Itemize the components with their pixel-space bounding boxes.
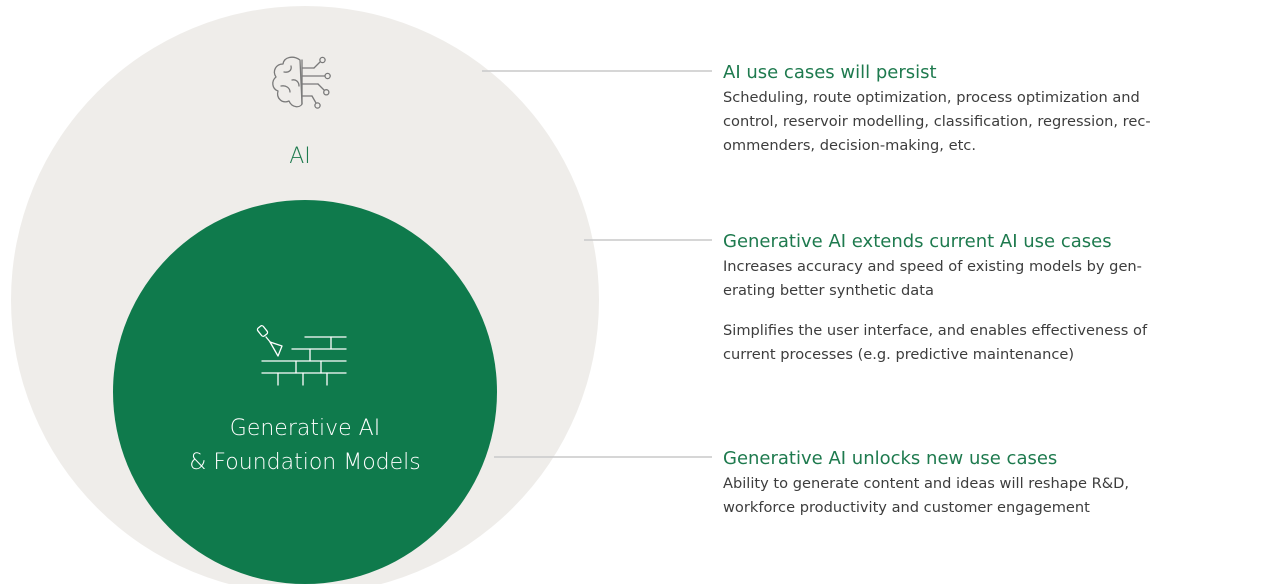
callout-title: AI use cases will persist [723,62,937,83]
brick-wall-trowel-icon [256,325,347,386]
ai-circle-label: AI [289,144,311,169]
callout-body-line: workforce productivity and customer enga… [723,499,1090,516]
callout-body: Scheduling, route optimization, process … [723,86,1263,158]
callout-body-line: Increases accuracy and speed of existing… [723,258,1142,275]
callout-body-line: Ability to generate content and ideas wi… [723,475,1130,492]
callout-body-line: Simplifies the user interface, and enabl… [723,322,1148,339]
callout-ai-persist: AI use cases will persist Scheduling, ro… [723,62,1263,158]
callout-body-line: current processes (e.g. predictive maint… [723,346,1075,363]
callout-body-line: ommenders, decision-making, etc. [723,137,976,154]
callout-body-line: Scheduling, route optimization, process … [723,89,1140,106]
callout-body: Ability to generate content and ideas wi… [723,472,1263,520]
callout-genai-extends: Generative AI extends current AI use cas… [723,231,1263,367]
generative-ai-circle [113,200,497,584]
brain-circuit-icon [272,56,331,109]
callout-body-line: control, reservoir modelling, classifica… [723,113,1151,130]
generative-ai-label-line1: Generative AI [229,416,381,441]
generative-ai-circle-label: Generative AI & Foundation Models [130,412,480,480]
callout-genai-unlocks: Generative AI unlocks new use cases Abil… [723,448,1263,520]
callout-body-line: erating better synthetic data [723,282,934,299]
callout-body: Increases accuracy and speed of existing… [723,255,1263,303]
callout-title: Generative AI unlocks new use cases [723,448,1058,469]
callout-title: Generative AI extends current AI use cas… [723,231,1112,252]
generative-ai-label-line2: & Foundation Models [189,450,421,475]
callout-body-secondary: Simplifies the user interface, and enabl… [723,319,1263,367]
